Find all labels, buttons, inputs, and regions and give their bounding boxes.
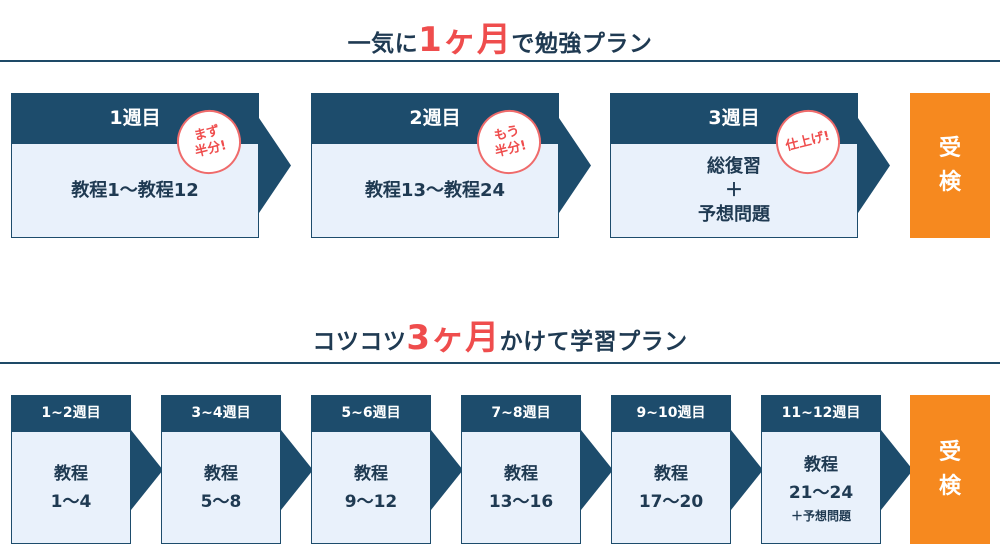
card-week-label: 1~2週目 — [11, 395, 131, 431]
card-week-label: 7~8週目 — [461, 395, 581, 431]
plan1-exam-box: 受検 — [910, 93, 990, 238]
card-week-label: 5~6週目 — [311, 395, 431, 431]
card-content-line: 1〜4 — [50, 491, 92, 512]
plan2-card-6: 11~12週目教程 21〜24 ＋予想問題 — [761, 395, 881, 544]
plan2-card-1: 1~2週目教程 1〜4 — [11, 395, 131, 544]
plan2-exam-box: 受検 — [910, 395, 990, 544]
card-content: 教程 9〜12 — [311, 431, 431, 544]
plan2-arrow-6-icon — [881, 430, 913, 510]
plan2-title: コツコツ3ヶ月かけて学習プラン — [312, 318, 688, 358]
card-week-label: 9~10週目 — [611, 395, 731, 431]
card-content-line: 総復習 — [707, 155, 761, 177]
plan2-card-5: 9~10週目教程 17〜20 — [611, 395, 731, 544]
card-content-line: 教程 — [54, 463, 88, 484]
exam-char: 検 — [938, 169, 961, 195]
card-content-line: 17〜20 — [638, 491, 704, 512]
plan2-card-2: 3~4週目教程 5〜8 — [161, 395, 281, 544]
card-content-line: 教程 — [654, 463, 688, 484]
plan2-arrow-4-icon — [581, 430, 613, 510]
card-content-line: 教程1〜教程12 — [71, 179, 199, 201]
card-content: 教程 21〜24 ＋予想問題 — [761, 431, 881, 544]
card-content: 教程 1〜4 — [11, 431, 131, 544]
exam-char: 受 — [938, 135, 961, 161]
card-content-line: 教程 — [354, 463, 388, 484]
plan1-arrow-3-icon — [858, 118, 890, 213]
card-content-line: ＋ — [725, 179, 743, 201]
plan2-arrow-1-icon — [131, 430, 163, 510]
plan2-card-4: 7~8週目教程 13〜16 — [461, 395, 581, 544]
card-content-line: 13〜16 — [488, 491, 554, 512]
exam-char: 検 — [938, 473, 961, 499]
card-content: 教程 5〜8 — [161, 431, 281, 544]
plan1-card-week-2: 2週目教程13〜教程24 — [311, 93, 559, 238]
plan1-title-accent: 1ヶ月 — [418, 20, 512, 60]
plan2-arrow-2-icon — [281, 430, 313, 510]
plan2-arrow-3-icon — [431, 430, 463, 510]
card-content-line: 教程 — [204, 463, 238, 484]
card-content-line: 9〜12 — [344, 491, 398, 512]
card-content: 教程 17〜20 — [611, 431, 731, 544]
card-content: 教程13〜教程24 — [311, 143, 559, 238]
badge-text: 仕上げ! — [784, 128, 832, 155]
card-content-line: 予想問題 — [698, 203, 770, 225]
exam-char: 受 — [938, 439, 961, 465]
card-content: 教程 13〜16 — [461, 431, 581, 544]
card-content-line: ＋予想問題 — [790, 508, 851, 523]
plan2-arrow-5-icon — [731, 430, 763, 510]
card-content-line: 教程 — [804, 454, 838, 475]
plan1-arrow-1-icon — [259, 118, 291, 213]
card-week-label: 3~4週目 — [161, 395, 281, 431]
card-week-label: 11~12週目 — [761, 395, 881, 431]
plan2-divider — [0, 362, 1000, 364]
plan1-divider — [0, 60, 1000, 62]
plan2-title-accent: 3ヶ月 — [406, 318, 500, 358]
plan2-card-3: 5~6週目教程 9〜12 — [311, 395, 431, 544]
card-content-line: 教程 — [504, 463, 538, 484]
card-content-line: 5〜8 — [200, 491, 242, 512]
plan1-arrow-2-icon — [559, 118, 591, 213]
card-content-line: 21〜24 — [788, 482, 854, 503]
plan1-title: 一気に1ヶ月で勉強プラン — [347, 20, 653, 60]
card-content-line: 教程13〜教程24 — [364, 179, 506, 201]
